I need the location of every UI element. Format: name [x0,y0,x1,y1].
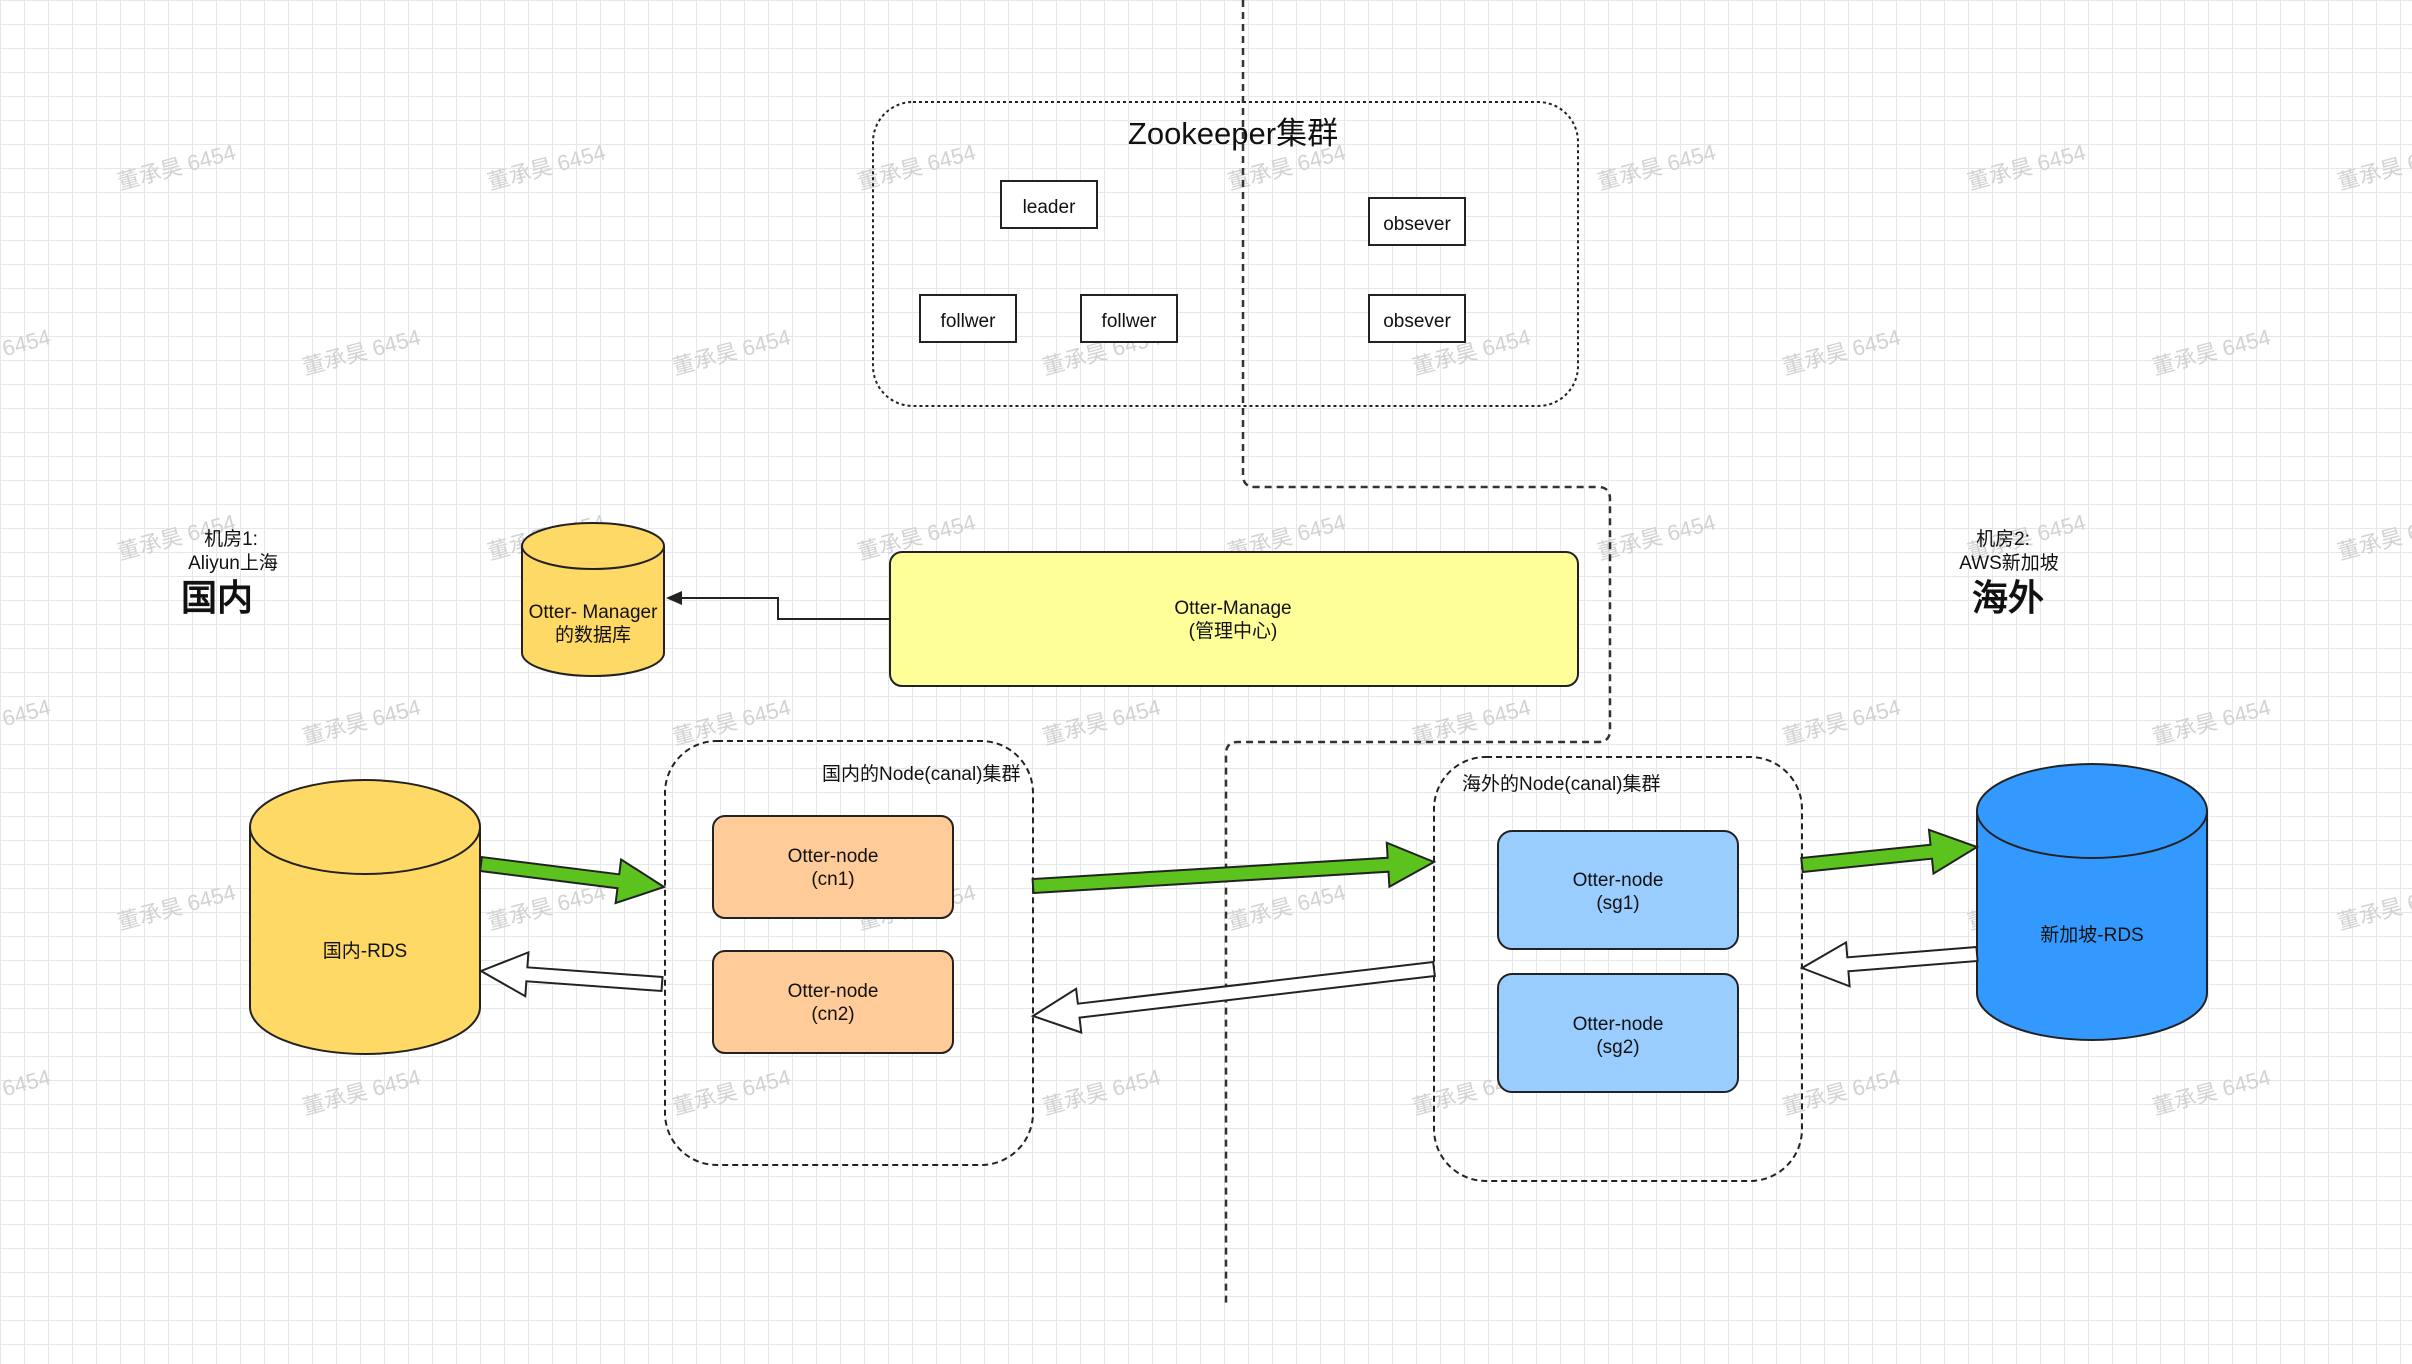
site2-line2: AWS新加坡 [1959,552,2059,574]
watermark-text: 董承昊 6454 [0,694,53,749]
cn2-line1: Otter-node [788,981,879,1002]
watermark-text: 董承昊 6454 [670,324,793,379]
watermark-text: 董承昊 6454 [2335,879,2412,934]
zk-leader-node[interactable]: leader [1000,180,1098,229]
site1-line2: Aliyun上海 [188,552,278,574]
sg1-line1: Otter-node [1573,870,1664,891]
cn-cluster-title: 国内的Node(canal)集群 [822,763,1021,785]
sg-rds-database[interactable]: 新加坡-RDS [1976,763,2208,1041]
arrow-cn-rds-to-cn-cluster [479,855,667,905]
watermark-text: 董承昊 6454 [1595,509,1718,564]
cn2-line2: (cn2) [811,1004,854,1025]
sg-cluster-title: 海外的Node(canal)集群 [1462,773,1661,795]
sg1-line2: (sg1) [1596,893,1639,914]
otter-node-cn1[interactable]: Otter-node (cn1) [712,815,954,919]
zk-follower-node-1[interactable]: follwer [919,294,1017,343]
otter-node-sg2[interactable]: Otter-node (sg2) [1497,973,1739,1093]
arrow-cn-cluster-to-cn-rds [478,950,664,998]
zk-leader-label: leader [1023,197,1076,218]
watermark-text: 董承昊 6454 [1040,1064,1163,1119]
watermark-text: 董承昊 6454 [300,324,423,379]
zk-follower-label-2: follwer [1102,311,1158,332]
watermark-text: 董承昊 6454 [1780,1064,1903,1119]
watermark-text: 董承昊 6454 [0,324,53,379]
site2-title: 海外 [1972,577,2044,618]
watermark-text: 董承昊 6454 [300,1064,423,1119]
zk-observer-node-2[interactable]: obsever [1368,294,1466,343]
site1-line1: 机房1: [204,528,258,550]
arrow-sg-rds-to-sg-cluster [1799,940,1979,988]
watermark-text: 董承昊 6454 [1780,694,1903,749]
site2-line1: 机房2: [1976,528,2030,550]
cn-rds-label: 国内-RDS [323,940,407,962]
arrow-sg-cluster-to-cn-cluster [1030,960,1436,1034]
zk-observer-label-1: obsever [1383,214,1451,235]
manager-line1: Otter-Manage [1174,598,1291,619]
manager-to-db-arrowhead [666,591,682,605]
watermark-text: 董承昊 6454 [1965,139,2088,194]
zk-follower-node-2[interactable]: follwer [1080,294,1178,343]
manager-line2: (管理中心) [1189,620,1278,642]
otter-node-sg1[interactable]: Otter-node (sg1) [1497,830,1739,950]
zk-observer-node-1[interactable]: obsever [1368,197,1466,246]
watermark-text: 董承昊 6454 [2335,139,2412,194]
watermark-text: 董承昊 6454 [115,139,238,194]
watermark-text: 董承昊 6454 [300,694,423,749]
watermark-text: 董承昊 6454 [2335,509,2412,564]
watermark-text: 董承昊 6454 [115,879,238,934]
arrow-sg-cluster-to-sg-rds [1800,828,1980,876]
sg2-line2: (sg2) [1596,1037,1639,1058]
region-boundary-line [1224,0,1612,1305]
sg2-line1: Otter-node [1573,1014,1664,1035]
zk-observer-label-2: obsever [1383,311,1451,332]
watermark-text: 董承昊 6454 [1595,139,1718,194]
watermark-text: 董承昊 6454 [485,139,608,194]
site1-title: 国内 [181,577,253,618]
watermark-text: 董承昊 6454 [2150,324,2273,379]
sg-rds-label: 新加坡-RDS [2040,924,2143,946]
watermark-text: 董承昊 6454 [670,1064,793,1119]
otter-node-cn2[interactable]: Otter-node (cn2) [712,950,954,1054]
zookeeper-cluster-box[interactable] [872,101,1579,407]
watermark-text: 董承昊 6454 [485,879,608,934]
cn-rds-database[interactable]: 国内-RDS [249,779,481,1055]
cn-node-cluster-box[interactable] [664,740,1034,1166]
manager-to-db-connector [680,597,890,620]
watermark-text: 董承昊 6454 [1780,324,1903,379]
watermark-text: 董承昊 6454 [2150,694,2273,749]
manager-database[interactable]: Otter- Manager 的数据库 [521,522,665,677]
watermark-text: 董承昊 6454 [0,1064,53,1119]
zookeeper-title: Zookeeper集群 [1128,116,1338,151]
zk-follower-label-1: follwer [941,311,997,332]
watermark-text: 董承昊 6454 [2150,1064,2273,1119]
manager-db-line1: Otter- Manager [529,602,658,623]
cn1-line1: Otter-node [788,846,879,867]
sg-node-cluster-box[interactable] [1433,756,1803,1182]
watermark-text: 董承昊 6454 [1225,879,1348,934]
watermark-text: 董承昊 6454 [1040,694,1163,749]
otter-manager-box[interactable]: Otter-Manage (管理中心) [889,551,1579,687]
cn1-line2: (cn1) [811,869,854,890]
manager-db-line2: 的数据库 [555,624,631,646]
arrow-cn-cluster-to-sg-cluster [1031,841,1437,895]
arrow-layer [478,828,1980,1034]
